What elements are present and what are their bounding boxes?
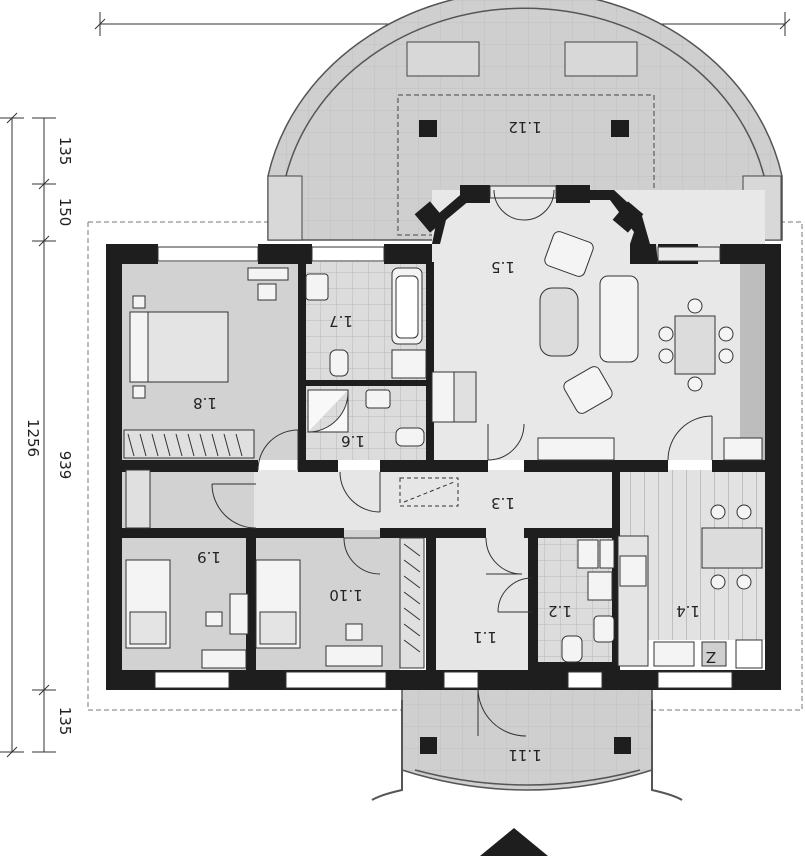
room-label-1-9: 1.9: [197, 548, 221, 566]
room-labels: 1.1 1.2 1.3 1.4 1.5 1.6 1.7 1.8 1.9 1.10…: [193, 118, 700, 764]
room-label-1-12: 1.12: [508, 118, 541, 136]
dimension-left-top-2: 150: [56, 198, 74, 227]
dimension-left-bottom: 135: [56, 707, 74, 736]
dimension-left-inner: 939: [56, 451, 74, 480]
room-label-1-2: 1.2: [548, 602, 572, 620]
terrace-top: [267, 0, 783, 241]
room-label-1-5: 1.5: [491, 258, 515, 276]
room-label-1-1: 1.1: [473, 628, 497, 646]
room-label-1-6: 1.6: [341, 432, 365, 450]
terrace-bottom: [371, 687, 683, 801]
windows: [154, 185, 733, 689]
doors: [211, 189, 713, 737]
room-label-1-3: 1.3: [491, 494, 515, 512]
dimension-left-top-1: 135: [56, 137, 74, 166]
north-arrow-icon: [480, 828, 548, 856]
room-label-1-11: 1.11: [508, 746, 541, 764]
room-label-1-4: 1.4: [676, 602, 700, 620]
roof-outline: [87, 221, 803, 711]
room-label-1-7: 1.7: [329, 312, 353, 330]
stair-mark: Z: [706, 648, 716, 666]
room-label-1-10: 1.10: [329, 586, 362, 604]
furniture: [123, 231, 763, 669]
dimension-left-overall: 1256: [24, 419, 42, 457]
room-label-1-8: 1.8: [193, 394, 217, 412]
